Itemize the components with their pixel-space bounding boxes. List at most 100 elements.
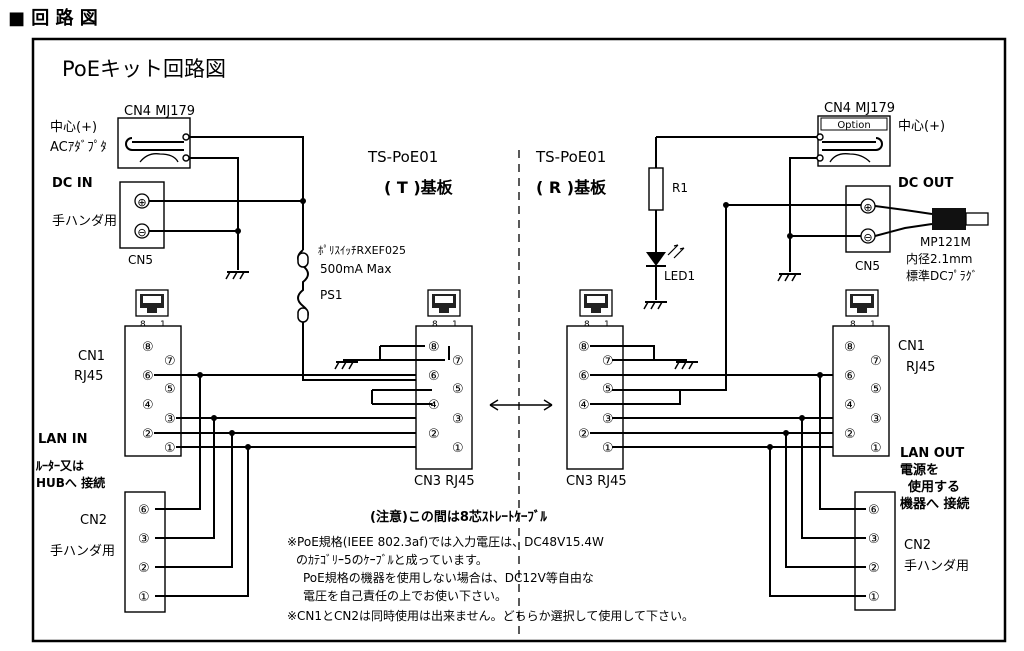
svg-text:⑧: ⑧ bbox=[844, 340, 856, 355]
svg-text:1: 1 bbox=[604, 320, 610, 330]
polyswitch-rating: 500mA Max bbox=[320, 262, 391, 276]
svg-text:⑧: ⑧ bbox=[578, 340, 590, 355]
svg-text:⊕: ⊕ bbox=[137, 196, 146, 209]
power-label-1: 電源を bbox=[900, 462, 939, 478]
svg-text:⑧: ⑧ bbox=[142, 340, 154, 355]
svg-text:②: ② bbox=[142, 427, 154, 442]
board-t-cn3 bbox=[415, 325, 473, 470]
svg-text:⊖: ⊖ bbox=[137, 226, 146, 239]
left-cn5-block bbox=[119, 181, 165, 249]
svg-text:⑤: ⑤ bbox=[870, 382, 882, 397]
svg-text:②: ② bbox=[428, 427, 440, 442]
svg-text:⑦: ⑦ bbox=[452, 354, 464, 369]
led1 bbox=[646, 252, 666, 266]
svg-text:①: ① bbox=[602, 441, 614, 456]
left-cn1-rj45 bbox=[124, 325, 182, 457]
led1-label: LED1 bbox=[664, 269, 695, 283]
note-line-3: PoE規格の機器を使用しない場合は、DC12V等自由な bbox=[303, 570, 594, 585]
caution-text: (注意)この間は8芯ｽﾄﾚｰﾄｹｰﾌﾞﾙ bbox=[370, 509, 547, 525]
left-cn1-label: CN1 bbox=[78, 349, 105, 364]
svg-text:④: ④ bbox=[142, 398, 154, 413]
svg-text:⑥: ⑥ bbox=[868, 503, 880, 518]
svg-text:③: ③ bbox=[870, 412, 882, 427]
svg-text:③: ③ bbox=[164, 412, 176, 427]
note-line-5: ※CN1とCN2は同時使用は出来ません。どちらか選択して使用して下さい。 bbox=[287, 608, 694, 623]
svg-text:①: ① bbox=[138, 590, 150, 605]
right-cn1-rj45 bbox=[832, 325, 890, 457]
left-hand-solder: 手ハンダ用 bbox=[52, 214, 117, 229]
svg-text:⑥: ⑥ bbox=[142, 369, 154, 384]
svg-text:③: ③ bbox=[138, 532, 150, 547]
right-center-plus: 中心(+) bbox=[898, 119, 945, 134]
router-label-2: HUBへ 接続 bbox=[36, 475, 105, 490]
lan-out-label: LAN OUT bbox=[900, 446, 964, 461]
svg-text:④: ④ bbox=[578, 398, 590, 413]
power-label-2: 使用する bbox=[907, 479, 960, 495]
left-ac-adapter: ACｱﾀﾞﾌﾟﾀ bbox=[50, 140, 107, 155]
note-line-1: ※PoE規格(IEEE 802.3af)では入力電圧は、DC48V15.4W bbox=[287, 534, 604, 549]
right-cn1-label: CN1 bbox=[898, 339, 925, 354]
right-cn2-label: CN2 bbox=[904, 538, 931, 553]
svg-text:⊖: ⊖ bbox=[863, 231, 872, 244]
board-r-label: ( R )基板 bbox=[536, 178, 607, 197]
board-r-cn3-label: CN3 RJ45 bbox=[566, 474, 627, 489]
right-cn4-label: CN4 MJ179 bbox=[824, 101, 895, 116]
plug-model: MP121M bbox=[920, 235, 971, 249]
svg-text:⑦: ⑦ bbox=[870, 354, 882, 369]
resistor-r1 bbox=[648, 167, 664, 211]
left-cn4-label: CN4 MJ179 bbox=[124, 104, 195, 119]
board-r-name: TS-PoE01 bbox=[535, 148, 606, 166]
svg-text:1: 1 bbox=[160, 320, 166, 330]
board-r-cn3 bbox=[566, 325, 624, 470]
power-label-3: 機器へ 接続 bbox=[900, 496, 970, 512]
svg-text:⑥: ⑥ bbox=[138, 503, 150, 518]
svg-text:⑤: ⑤ bbox=[164, 382, 176, 397]
svg-text:②: ② bbox=[138, 561, 150, 576]
left-dc-in: DC IN bbox=[52, 176, 93, 191]
right-cn5-label: CN5 bbox=[855, 259, 880, 273]
svg-text:④: ④ bbox=[844, 398, 856, 413]
left-cn5-label: CN5 bbox=[128, 253, 153, 267]
svg-text:8: 8 bbox=[432, 320, 438, 330]
svg-text:⑥: ⑥ bbox=[844, 369, 856, 384]
svg-text:③: ③ bbox=[452, 412, 464, 427]
svg-text:⑦: ⑦ bbox=[164, 354, 176, 369]
svg-text:1: 1 bbox=[870, 320, 876, 330]
plug-inner: 内径2.1mm bbox=[906, 252, 972, 266]
right-cn2-hand-solder: 手ハンダ用 bbox=[904, 559, 969, 574]
svg-text:⑧: ⑧ bbox=[428, 340, 440, 355]
plug-std: 標準DCﾌﾟﾗｸﾞ bbox=[906, 268, 978, 283]
polyswitch-label: ﾎﾟﾘｽｲｯﾁRXEF025 bbox=[318, 244, 406, 257]
section-title: ■ 回 路 図 bbox=[8, 7, 98, 29]
left-cn2-hand-solder: 手ハンダ用 bbox=[50, 544, 115, 559]
note-line-4: 電圧を自己責任の上でお使い下さい。 bbox=[303, 588, 507, 603]
board-t-label: ( T )基板 bbox=[384, 178, 454, 197]
svg-text:⑤: ⑤ bbox=[452, 382, 464, 397]
svg-text:④: ④ bbox=[428, 398, 440, 413]
right-cn5-block bbox=[845, 185, 891, 253]
svg-text:⊕: ⊕ bbox=[863, 201, 872, 214]
svg-text:8: 8 bbox=[850, 320, 856, 330]
svg-text:8: 8 bbox=[140, 320, 146, 330]
svg-text:③: ③ bbox=[602, 412, 614, 427]
left-center-plus: 中心(+) bbox=[50, 120, 97, 135]
svg-text:⑦: ⑦ bbox=[602, 354, 614, 369]
svg-text:②: ② bbox=[844, 427, 856, 442]
svg-text:①: ① bbox=[452, 441, 464, 456]
right-rj45-label: RJ45 bbox=[906, 360, 935, 375]
router-label-1: ﾙｰﾀｰ又は bbox=[35, 458, 84, 473]
lan-in-label: LAN IN bbox=[38, 432, 87, 447]
svg-text:③: ③ bbox=[868, 532, 880, 547]
left-cn2-label: CN2 bbox=[80, 513, 107, 528]
svg-text:⑥: ⑥ bbox=[578, 369, 590, 384]
svg-text:①: ① bbox=[164, 441, 176, 456]
left-rj45-label: RJ45 bbox=[74, 369, 103, 384]
svg-text:⑤: ⑤ bbox=[602, 382, 614, 397]
diagram-frame bbox=[31, 37, 1007, 643]
r1-label: R1 bbox=[672, 181, 688, 195]
svg-text:②: ② bbox=[868, 561, 880, 576]
left-cn4-pin bbox=[125, 137, 184, 151]
note-line-2: のｶﾃｺﾞﾘｰ5のｹｰﾌﾞﾙと成っています。 bbox=[296, 553, 488, 567]
right-cn2-block bbox=[854, 491, 896, 611]
board-t-cn3-label: CN3 RJ45 bbox=[414, 474, 475, 489]
